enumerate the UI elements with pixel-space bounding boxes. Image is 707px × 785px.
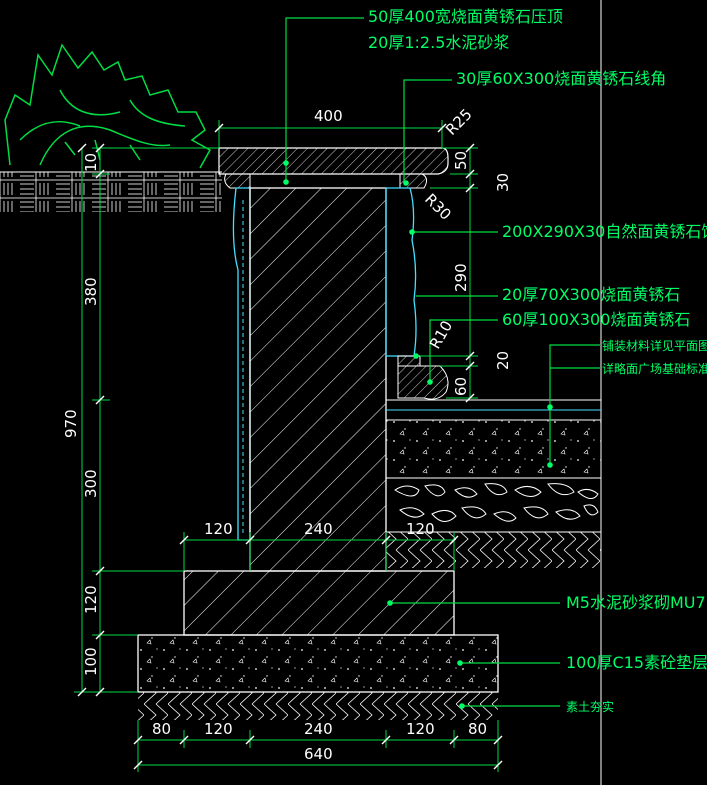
label-stone-70: 20厚70X300烧面黄锈石: [502, 285, 680, 304]
dim-b80-right: 80: [468, 720, 487, 738]
label-mortar: 20厚1:2.5水泥砂浆: [368, 33, 509, 52]
label-paving-2: 详略面广场基础标准做法: [602, 361, 707, 376]
dim-290: 290: [452, 263, 470, 292]
dim-r25: R25: [442, 105, 476, 139]
upper-ground-soil: [0, 172, 222, 212]
dim-b80-left: 80: [152, 720, 171, 738]
stone-100: [397, 365, 449, 400]
dim-b240: 240: [304, 720, 333, 738]
paving-subgrade: [386, 532, 601, 568]
dim-h120: 120: [82, 585, 100, 614]
dim-r30: R30: [421, 190, 455, 224]
right-facing-stone: [385, 187, 417, 357]
paving-layers: [386, 399, 601, 479]
label-wall-facing: 200X290X30自然面黄锈石饰面: [502, 222, 707, 241]
dim-h970: 970: [62, 409, 80, 438]
label-edge-line: 30厚60X300烧面黄锈石线角: [456, 69, 666, 88]
compacted-soil: [138, 692, 498, 720]
dim-30: 30: [494, 173, 512, 192]
label-paving-1: 铺装材料详见平面图: [602, 338, 707, 353]
dim-b640: 640: [304, 745, 333, 763]
dim-b120-left: 120: [204, 720, 233, 738]
dim-60: 60: [452, 377, 470, 396]
concrete-pad: [137, 634, 499, 693]
label-concrete: 100厚C15素砼垫层: [566, 653, 707, 672]
leader-dots: [283, 160, 553, 709]
coping-stone: [218, 147, 449, 175]
dim-w120-right: 120: [406, 520, 435, 538]
dim-h300: 300: [82, 469, 100, 498]
dim-h380: 380: [82, 277, 100, 306]
dim-w240: 240: [304, 520, 333, 538]
dim-top-400: 400: [314, 107, 343, 125]
dim-20: 20: [494, 351, 512, 370]
shrub-planting: [4, 43, 212, 169]
dim-h10: 10: [82, 153, 100, 172]
label-brick: M5水泥砂浆砌MU7.5砖: [566, 593, 707, 612]
label-coping: 50厚400宽烧面黄锈石压顶: [368, 7, 563, 26]
dim-b120-right: 120: [406, 720, 435, 738]
dimension-lines: [74, 120, 499, 772]
dimension-ticks: [77, 123, 503, 770]
dim-w120-left: 120: [204, 520, 233, 538]
label-soil: 素土夯实: [566, 699, 614, 714]
leader-lines: [285, 17, 600, 707]
dim-50: 50: [452, 151, 470, 170]
wall-body: [249, 187, 387, 572]
dim-h100: 100: [82, 647, 100, 676]
label-stone-100: 60厚100X300烧面黄锈石: [502, 310, 690, 329]
